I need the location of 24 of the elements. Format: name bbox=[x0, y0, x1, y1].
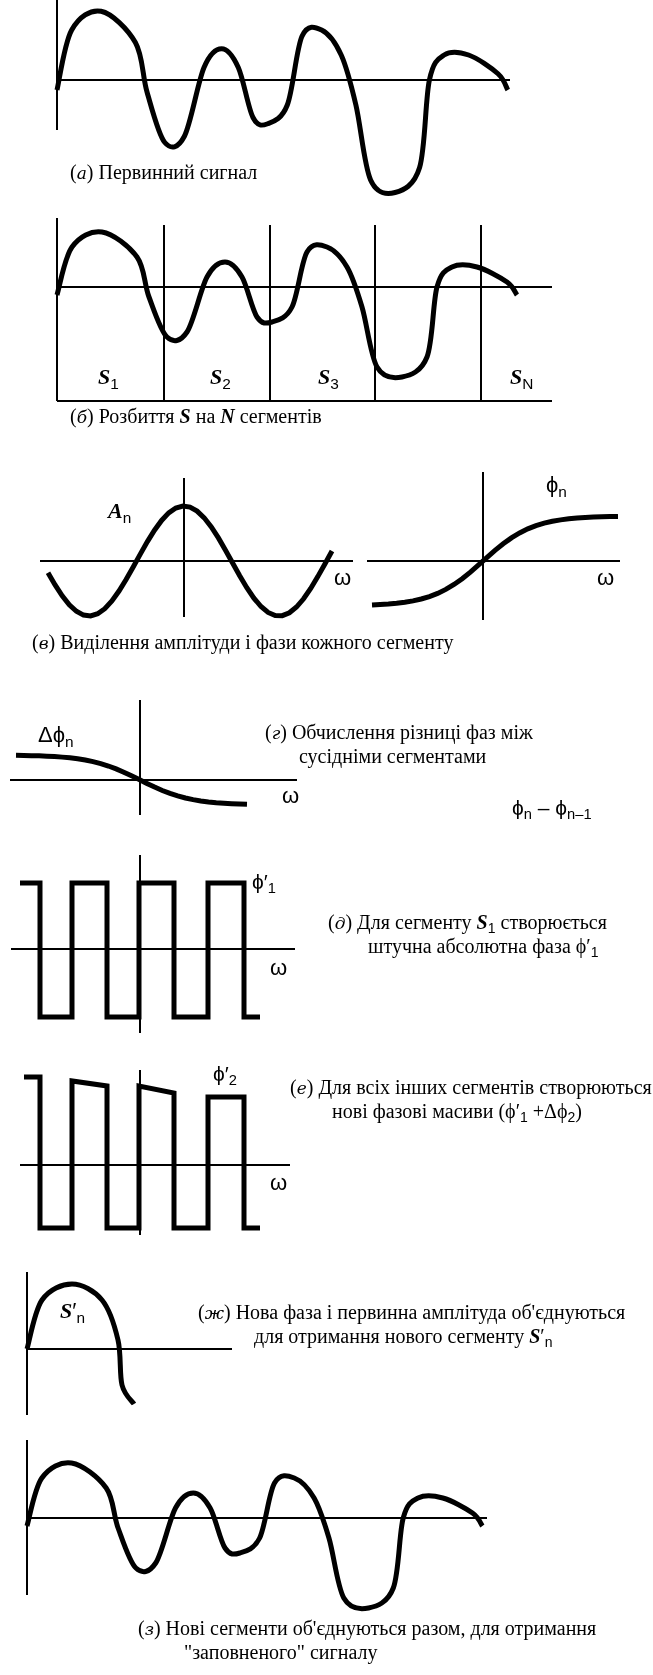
axis-symbol-label: ω bbox=[334, 565, 352, 591]
axis-symbol-label: ω bbox=[282, 783, 300, 809]
caption-text: (д) Для сегменту S$_{1}$ створюється штучна абсолютна фаза ϕ′$_{1}$ bbox=[328, 910, 608, 958]
caption-text: (з) Нові сегменти об'єднуються разом, для отримання "заповненого" сигналу bbox=[138, 1616, 598, 1664]
axis-symbol-label: S$_{3}$ bbox=[318, 364, 339, 390]
caption-text: (ж) Нова фаза і первинна амплітуда об'єднуються для отримання нового сегменту S′$_{n}$ bbox=[198, 1300, 627, 1348]
axis-symbol-label: ϕ′$_{1}$ bbox=[252, 870, 276, 895]
axis-symbol-label: ϕ$_{n}$ – ϕ$_{n–1}$ bbox=[512, 796, 592, 821]
caption-text: (е) Для всіх інших сегментів створюються нові фазові масиви (ϕ′$_{1}$ +Δϕ$_{2}$) bbox=[290, 1075, 653, 1123]
axis-symbol-label: S$_{2}$ bbox=[210, 364, 231, 390]
caption-text: (в) Виділення амплітуди і фази кожного сегменту bbox=[32, 630, 455, 654]
axis-symbol-label: ω bbox=[597, 565, 615, 591]
axis-symbol-label: A$_{n}$ bbox=[108, 498, 132, 524]
axis-symbol-label: S$_{1}$ bbox=[98, 364, 119, 390]
axis-symbol-label: ω bbox=[270, 1170, 288, 1196]
axis-symbol-label: S′$_{n}$ bbox=[60, 1298, 85, 1324]
axis-symbol-label: Δϕ$_{n}$ bbox=[38, 722, 74, 748]
axis-symbol-label: S$_{N}$ bbox=[510, 364, 534, 390]
caption-text: (а) Первинний сигнал bbox=[70, 160, 259, 184]
axis-symbol-label: ϕ′$_{2}$ bbox=[213, 1062, 237, 1087]
caption-text: (г) Обчислення різниці фаз між сусідніми сегментами bbox=[265, 720, 534, 768]
caption-text: (б) Розбиття S на N сегментів bbox=[70, 404, 323, 428]
axis-symbol-label: ω bbox=[270, 955, 288, 981]
axis-symbol-label: ϕ$_{n}$ bbox=[546, 472, 567, 498]
